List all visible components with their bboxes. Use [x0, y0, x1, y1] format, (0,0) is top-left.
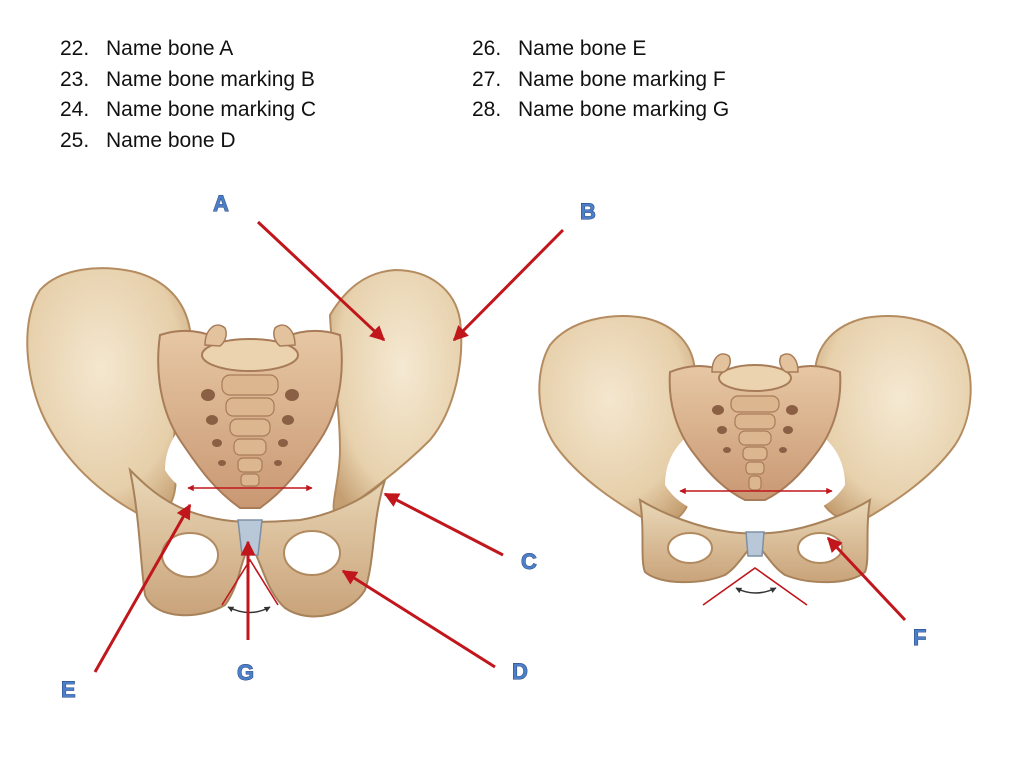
obturator-foramen — [283, 530, 341, 576]
label-d: D — [512, 659, 528, 684]
articular-process — [273, 324, 296, 347]
question-item: 22.Name bone A — [60, 37, 234, 60]
pointer-arrow-d — [341, 569, 496, 669]
label-b: B — [580, 199, 596, 224]
question-item: 24.Name bone marking C — [60, 98, 317, 121]
pubic-symphysis — [745, 531, 765, 557]
subpubic-angle-lines — [221, 558, 279, 606]
question-item: 28.Name bone marking G — [472, 98, 730, 121]
male-pelvis-illustration — [26, 267, 463, 618]
sacral-foramina — [712, 405, 798, 453]
label-e: E — [61, 677, 76, 702]
question-item: 23.Name bone marking B — [60, 67, 315, 91]
pointer-arrow-b — [452, 228, 565, 342]
label-a: A — [213, 191, 229, 216]
obturator-foramen — [667, 532, 713, 564]
sacral-segments — [730, 395, 780, 491]
question-item: 27.Name bone marking F — [472, 67, 726, 91]
subpubic-angle-lines — [702, 567, 808, 606]
pointer-arrows — [93, 220, 907, 673]
sacral-segments — [221, 374, 279, 487]
female-pelvis-illustration — [538, 315, 972, 606]
sacral-promontory — [201, 338, 299, 372]
right-ilium-shape — [328, 268, 463, 517]
pubic-symphysis — [237, 519, 263, 556]
label-c: C — [521, 549, 537, 574]
label-g: G — [237, 660, 254, 685]
pointer-arrow-a — [256, 220, 386, 342]
question-list-right: 26.Name bone E 27.Name bone marking F 28… — [472, 34, 729, 126]
pointer-arrow-c — [383, 492, 504, 557]
pointer-arrow-f — [826, 536, 907, 622]
articular-process — [711, 353, 731, 373]
question-list-left: 22.Name bone A 23.Name bone marking B 24… — [60, 34, 316, 156]
label-f: F — [913, 625, 926, 650]
sacral-foramina — [201, 389, 299, 466]
question-item: 26.Name bone E — [472, 37, 647, 60]
articular-process — [779, 353, 799, 373]
subpubic-angle-arc — [735, 587, 777, 594]
question-item: 25.Name bone D — [60, 128, 236, 152]
sacral-promontory — [718, 364, 792, 392]
articular-process — [204, 324, 227, 347]
pointer-arrow-e — [93, 503, 192, 673]
